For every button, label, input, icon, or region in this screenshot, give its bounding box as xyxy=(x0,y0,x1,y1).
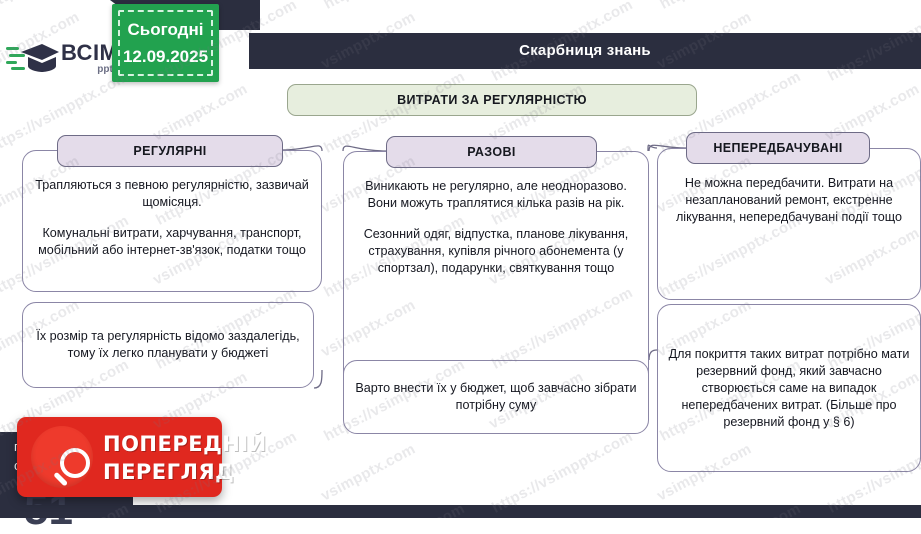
brand-suffix: pptx xyxy=(97,63,119,75)
card-text: Їх розмір та регулярність відомо заздале… xyxy=(36,329,300,360)
column-head-label: НЕПЕРЕДБАЧУВАНІ xyxy=(713,141,843,155)
diagram-connectors xyxy=(280,144,687,389)
card-text: Сезонний одяг, відпустка, планове лікува… xyxy=(363,227,629,275)
card-text: Трапляються з певною регулярністю, зазви… xyxy=(35,178,309,209)
column-head-onetime: РАЗОВІ xyxy=(386,136,597,168)
card-text: Для покриття таких витрат потрібно мати … xyxy=(668,346,910,429)
column-head-label: РЕГУЛЯРНІ xyxy=(133,144,207,158)
card-text: Не можна передбачити. Витрати на незапла… xyxy=(675,176,903,224)
page-title: Скарбниця знань xyxy=(519,42,651,59)
brand-logo-text: ВСІМ pptx xyxy=(61,39,119,75)
diagram-stage: ВИТРАТИ ЗА РЕГУЛЯРНІСТЮ Трапляються з пе… xyxy=(0,70,921,472)
today-date: 12.09.2025 xyxy=(122,47,209,66)
preview-badge[interactable]: ПОПЕРЕДНІЙ ПЕРЕГЛЯД xyxy=(17,417,266,497)
column-head-unexpected: НЕПЕРЕДБАЧУВАНІ xyxy=(686,132,870,164)
card-text: Варто внести їх у бюджет, щоб завчасно з… xyxy=(355,381,637,412)
card-onetime-body: Виникають не регулярно, але неодноразово… xyxy=(343,151,649,387)
column-head-label: РАЗОВІ xyxy=(467,145,516,159)
card-text: Комунальні витрати, харчування, транспор… xyxy=(38,226,306,257)
root-node: ВИТРАТИ ЗА РЕГУЛЯРНІСТЮ xyxy=(287,84,697,116)
card-unexpected-body: Не можна передбачити. Витрати на незапла… xyxy=(657,148,921,300)
today-date-badge: Сьогодні 12.09.2025 xyxy=(112,4,219,82)
root-node-label: ВИТРАТИ ЗА РЕГУЛЯРНІСТЮ xyxy=(397,93,587,107)
graduation-cap-icon xyxy=(6,38,60,78)
card-onetime-extra: Варто внести їх у бюджет, щоб завчасно з… xyxy=(343,360,649,434)
card-regular-body: Трапляються з певною регулярністю, зазви… xyxy=(22,150,322,292)
column-head-regular: РЕГУЛЯРНІ xyxy=(57,135,283,167)
brand-name: ВСІМ xyxy=(61,39,119,65)
card-regular-extra: Їх розмір та регулярність відомо заздале… xyxy=(22,302,314,388)
preview-badge-line-1: ПОПЕРЕДНІЙ xyxy=(103,432,267,456)
card-text: Виникають не регулярно, але неодноразово… xyxy=(365,179,627,210)
brand-logo: ВСІМ pptx xyxy=(0,30,118,86)
footer-bottom-strip xyxy=(0,505,921,518)
header-bar: Скарбниця знань xyxy=(249,33,921,69)
magnifier-icon xyxy=(31,426,93,488)
preview-badge-line-2: ПЕРЕГЛЯД xyxy=(103,460,235,484)
today-label: Сьогодні xyxy=(127,20,204,39)
card-unexpected-extra: Для покриття таких витрат потрібно мати … xyxy=(657,304,921,472)
